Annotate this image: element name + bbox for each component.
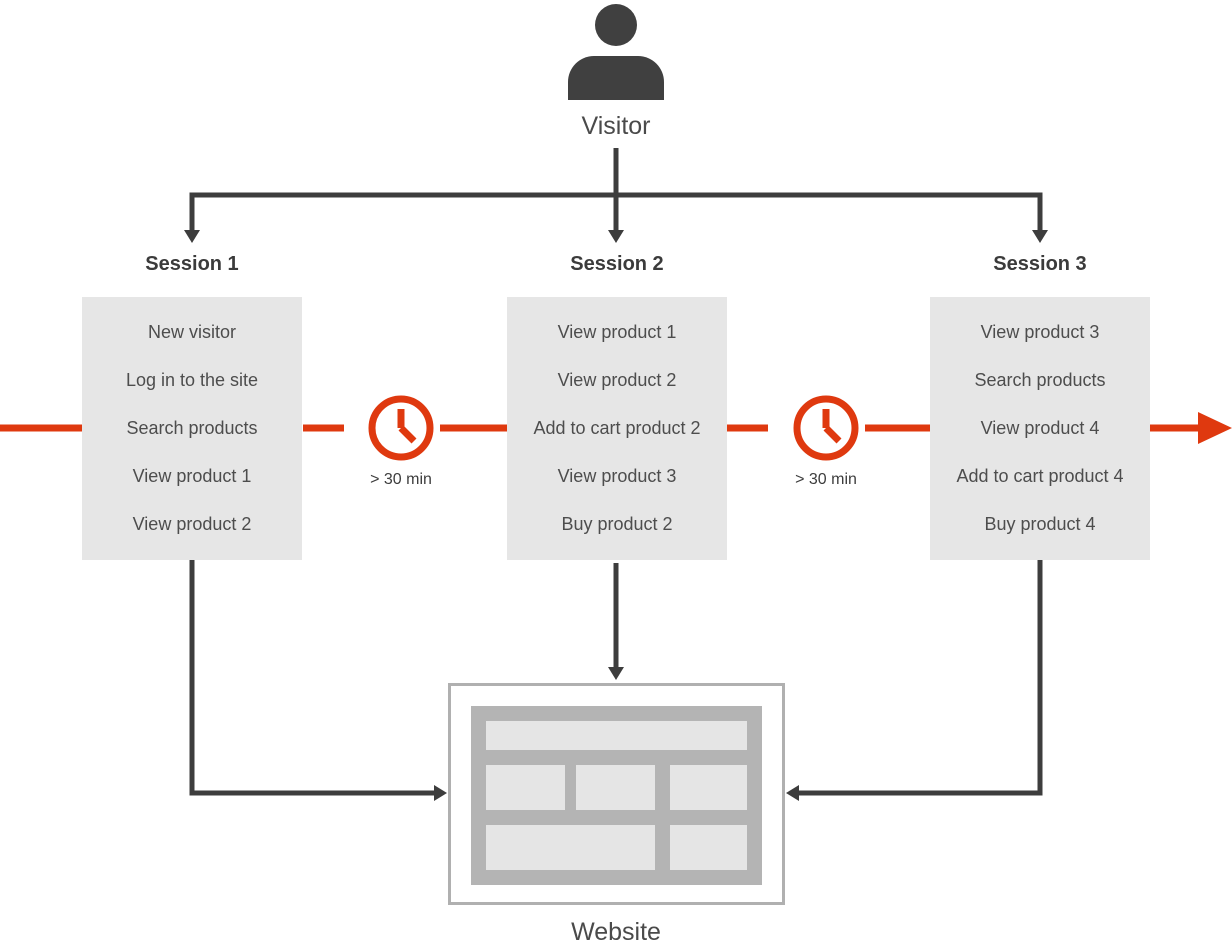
- session1-item-4: View product 1: [132, 465, 252, 486]
- timeline-arrowhead-right: [1198, 412, 1232, 444]
- website-box: [448, 683, 785, 905]
- arrowhead-down-session1: [184, 230, 200, 243]
- session3-item-4: Add to cart product 4: [956, 465, 1124, 486]
- arrowhead-down-session2: [608, 230, 624, 243]
- session1-item-1: New visitor: [147, 322, 236, 343]
- arrowhead-right-website: [434, 785, 447, 801]
- session2-item-3: Add to cart product 2: [533, 417, 701, 438]
- clock-icon: [368, 395, 434, 461]
- visitor-branch-connector: [184, 148, 1048, 243]
- session3-item-3: View product 4: [980, 417, 1100, 438]
- wireframe-block: [486, 765, 565, 810]
- session2-item-2: View product 2: [557, 370, 677, 391]
- visitor-body-shape: [568, 56, 664, 100]
- arrowhead-down-session3: [1032, 230, 1048, 243]
- session1-box: New visitor Log in to the site Search pr…: [82, 297, 302, 560]
- session-gap-label-2: > 30 min: [795, 471, 857, 488]
- wireframe-block: [670, 825, 747, 870]
- session3-box: View product 3 Search products View prod…: [930, 297, 1150, 560]
- session2-to-website-connector: [608, 563, 624, 680]
- session3-item-5: Buy product 4: [984, 513, 1096, 534]
- session1-title: Session 1: [145, 253, 239, 275]
- website-wireframe-icon: [471, 706, 762, 885]
- wireframe-block: [576, 765, 655, 810]
- session-gap-label-1: > 30 min: [370, 471, 432, 488]
- visitor-label: Visitor: [581, 112, 651, 140]
- session2-box: View product 1 View product 2 Add to car…: [507, 297, 727, 560]
- visitor-head-shape: [595, 4, 637, 46]
- visitor-icon: [568, 2, 664, 100]
- website-label: Website: [571, 918, 661, 945]
- session3-item-2: Search products: [974, 370, 1106, 391]
- session3-title: Session 3: [993, 253, 1087, 275]
- timeline-line: [0, 412, 1232, 444]
- wireframe-block: [670, 765, 747, 810]
- session2-item-1: View product 1: [557, 322, 677, 343]
- wireframe-header-block: [486, 721, 747, 750]
- arrowhead-left-website: [786, 785, 799, 801]
- session2-title: Session 2: [570, 253, 664, 275]
- session3-to-website-connector: [786, 560, 1043, 801]
- session2-item-4: View product 3: [557, 465, 677, 486]
- arrowhead-down-website: [608, 667, 624, 680]
- session1-to-website-connector: [189, 560, 447, 801]
- session2-item-5: Buy product 2: [561, 513, 673, 534]
- wireframe-block: [486, 825, 655, 870]
- session1-item-3: Search products: [126, 417, 258, 438]
- session1-item-5: View product 2: [132, 513, 252, 534]
- session3-item-1: View product 3: [980, 322, 1100, 343]
- session1-item-2: Log in to the site: [125, 370, 259, 391]
- clock-icon: [793, 395, 859, 461]
